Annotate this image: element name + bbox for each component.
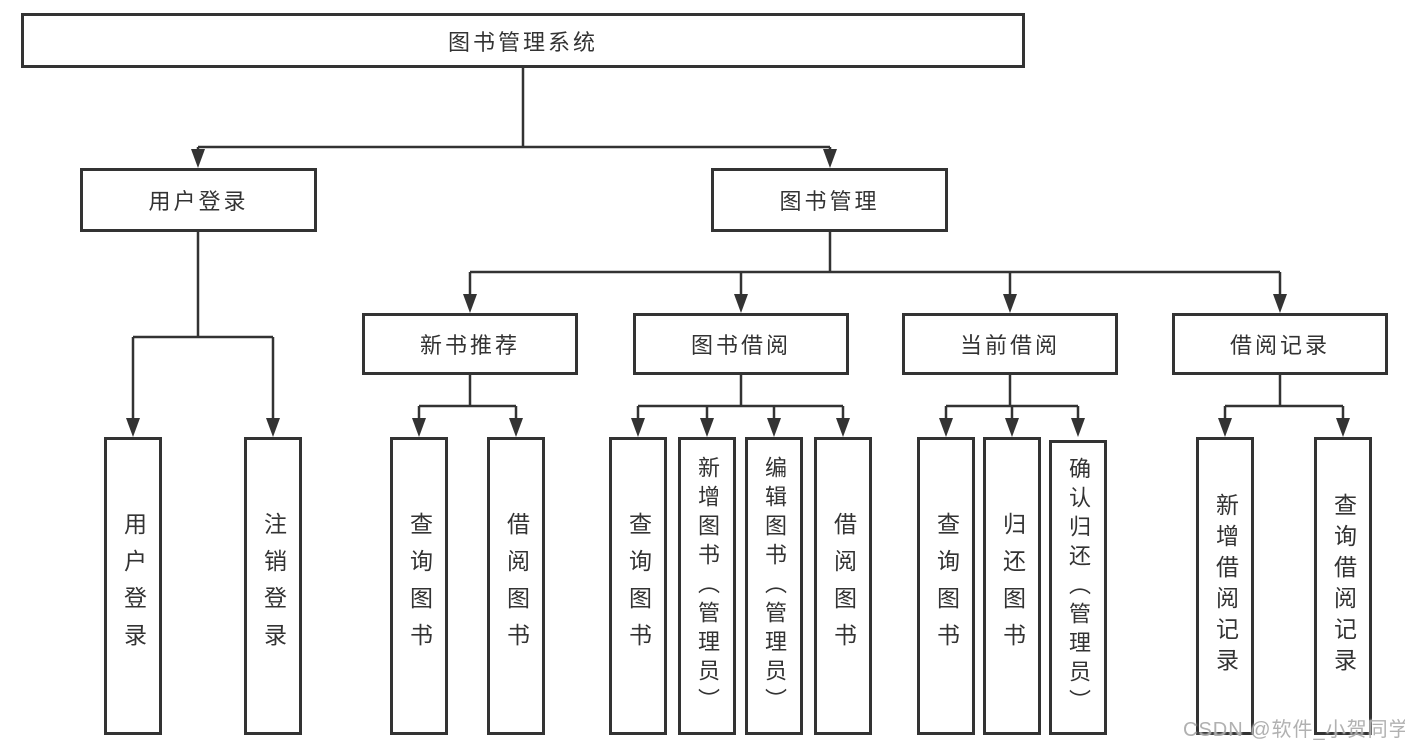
node-label: 新增图书（管理员） xyxy=(695,455,720,717)
leaf-add-borrow-record: 新增借阅记录 xyxy=(1196,437,1254,735)
node-label: 用户登录 xyxy=(120,512,147,660)
node-book-borrowing: 图书借阅 xyxy=(633,313,849,375)
node-current-borrowing: 当前借阅 xyxy=(902,313,1118,375)
node-label: 归还图书 xyxy=(999,512,1026,660)
node-label: 新书推荐 xyxy=(419,333,520,358)
node-label: 用户登录 xyxy=(148,189,249,214)
watermark: CSDN @软件_小贺同学 xyxy=(1183,719,1405,741)
node-label: 借阅图书 xyxy=(503,512,530,660)
leaf-query-books-current: 查询图书 xyxy=(917,437,975,735)
node-borrowing-records: 借阅记录 xyxy=(1172,313,1388,375)
leaf-borrow-books-recommend: 借阅图书 xyxy=(487,437,545,735)
node-label: 注销登录 xyxy=(260,512,287,660)
node-book-management: 图书管理 xyxy=(711,168,948,232)
node-label: 图书管理 xyxy=(779,189,880,214)
leaf-add-books-admin: 新增图书（管理员） xyxy=(678,437,736,735)
leaf-edit-books-admin: 编辑图书（管理员） xyxy=(745,437,803,735)
node-label: 查询图书 xyxy=(406,512,433,660)
node-label: 查询图书 xyxy=(625,512,652,660)
node-root-system: 图书管理系统 xyxy=(21,13,1025,68)
leaf-borrow-books: 借阅图书 xyxy=(814,437,872,735)
leaf-return-books: 归还图书 xyxy=(983,437,1041,735)
leaf-confirm-return-admin: 确认归还（管理员） xyxy=(1049,440,1107,735)
node-label: 借阅图书 xyxy=(830,512,857,660)
node-label: 图书借阅 xyxy=(690,333,791,358)
node-label: 查询图书 xyxy=(933,512,960,660)
node-label: 新增借阅记录 xyxy=(1212,493,1239,679)
node-label: 图书管理系统 xyxy=(447,29,598,55)
node-new-book-recommendation: 新书推荐 xyxy=(362,313,578,375)
node-label: 编辑图书（管理员） xyxy=(762,455,787,717)
leaf-user-login: 用户登录 xyxy=(104,437,162,735)
node-user-login: 用户登录 xyxy=(80,168,317,232)
leaf-logout: 注销登录 xyxy=(244,437,302,735)
node-label: 确认归还（管理员） xyxy=(1066,457,1091,718)
leaf-query-books-borrow: 查询图书 xyxy=(609,437,667,735)
leaf-query-books-recommend: 查询图书 xyxy=(390,437,448,735)
node-label: 查询借阅记录 xyxy=(1330,493,1357,679)
leaf-query-borrow-record: 查询借阅记录 xyxy=(1314,437,1372,735)
node-label: 借阅记录 xyxy=(1229,333,1330,358)
node-label: 当前借阅 xyxy=(959,333,1060,358)
